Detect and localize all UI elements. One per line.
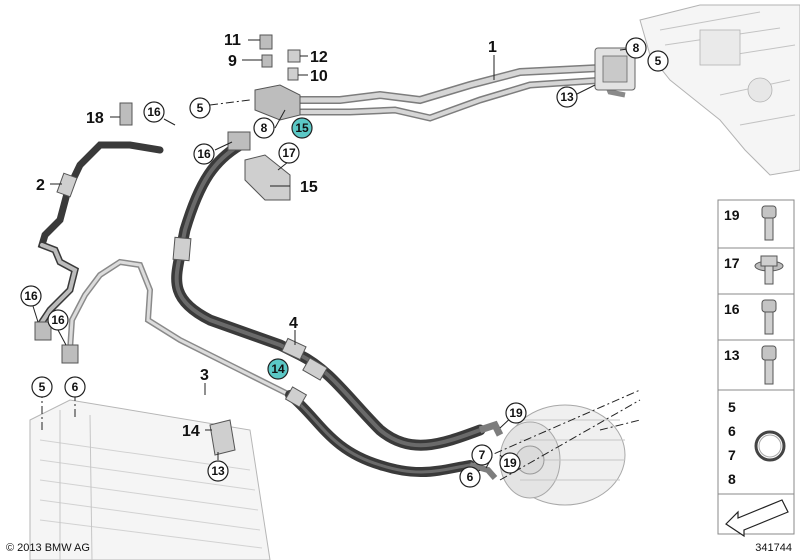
- callout-13-bottom: 13: [207, 460, 229, 482]
- callout-13-top: 13: [556, 86, 578, 108]
- svg-text:19: 19: [509, 406, 523, 420]
- seal-label-7: 7: [728, 447, 736, 463]
- panel-item-16: 16: [724, 299, 777, 335]
- callout-16-left-a: 16: [20, 285, 42, 307]
- callout-16-left-b: 16: [47, 309, 69, 331]
- engine-block-illustration: [639, 4, 800, 176]
- svg-text:16: 16: [51, 313, 65, 327]
- label-12: 12: [310, 49, 328, 66]
- panel-item-13: 13: [724, 345, 777, 385]
- svg-text:16: 16: [147, 105, 161, 119]
- callout-6-bottom: 6: [459, 466, 481, 488]
- svg-text:17: 17: [724, 255, 740, 271]
- svg-text:17: 17: [282, 146, 296, 160]
- svg-text:7: 7: [479, 448, 486, 462]
- callout-19-b: 19: [499, 452, 521, 474]
- bolt-icon: [761, 205, 777, 241]
- panel-item-19: 19: [724, 205, 777, 241]
- svg-text:14: 14: [271, 362, 285, 376]
- label-4: 4: [289, 315, 298, 332]
- o-ring-icon: [754, 430, 786, 462]
- label-1: 1: [488, 39, 497, 56]
- plain-labels: 1 2 3 4 11 9 12 10 18 15 14: [36, 32, 497, 440]
- label-18: 18: [86, 110, 104, 127]
- callout-19-a: 19: [505, 402, 527, 424]
- label-3: 3: [200, 367, 209, 384]
- callout-14-highlight: 14: [267, 358, 289, 380]
- callout-17: 17: [278, 142, 300, 164]
- svg-text:19: 19: [724, 207, 740, 223]
- label-9: 9: [228, 53, 237, 70]
- label-2: 2: [36, 177, 45, 194]
- callout-8-top: 8: [625, 37, 647, 59]
- pipe-2: [34, 141, 164, 364]
- svg-text:8: 8: [261, 121, 268, 135]
- label-11: 11: [224, 32, 241, 49]
- small-parts: [119, 34, 301, 456]
- document-number: 341744: [755, 542, 792, 554]
- label-15: 15: [300, 179, 318, 196]
- callout-5-top: 5: [647, 50, 669, 72]
- pipe-3: [67, 258, 498, 480]
- callout-6-left: 6: [64, 376, 86, 398]
- label-14: 14: [182, 423, 200, 440]
- svg-text:13: 13: [560, 90, 574, 104]
- copyright-text: © 2013 BMW AG: [6, 542, 90, 554]
- svg-text:16: 16: [724, 301, 740, 317]
- svg-text:19: 19: [503, 456, 517, 470]
- svg-text:5: 5: [39, 380, 46, 394]
- direction-arrow-icon: [725, 499, 789, 538]
- callout-8-mid: 8: [253, 117, 275, 139]
- side-panel: 19 17 16 13: [717, 199, 795, 538]
- seal-label-8: 8: [728, 471, 736, 487]
- callout-16-mid: 16: [193, 143, 215, 165]
- flange-nut-icon: [754, 255, 784, 285]
- callouts: 8 5 13 16 5 8 15 16 17 16 16 5 6 14 13 1…: [20, 37, 669, 488]
- seal-label-5: 5: [728, 399, 736, 415]
- callout-5-upper: 5: [189, 97, 211, 119]
- svg-text:16: 16: [24, 289, 38, 303]
- callout-15-highlight: 15: [291, 117, 313, 139]
- svg-text:6: 6: [467, 470, 474, 484]
- svg-text:5: 5: [655, 54, 662, 68]
- bolt-icon: [761, 299, 777, 335]
- panel-seals: 5 6 7 8: [728, 399, 786, 487]
- compressor-illustration: [499, 404, 626, 506]
- svg-text:8: 8: [633, 41, 640, 55]
- svg-text:13: 13: [211, 464, 225, 478]
- label-10: 10: [310, 68, 328, 85]
- svg-text:15: 15: [295, 121, 309, 135]
- callout-7: 7: [471, 444, 493, 466]
- svg-text:6: 6: [72, 380, 79, 394]
- radiator-illustration: [29, 399, 271, 560]
- panel-item-17: 17: [724, 255, 784, 285]
- seal-label-6: 6: [728, 423, 736, 439]
- hose-4: [171, 131, 504, 451]
- svg-text:16: 16: [197, 147, 211, 161]
- callout-5-left: 5: [31, 376, 53, 398]
- callout-16-upper: 16: [143, 101, 165, 123]
- svg-text:13: 13: [724, 347, 740, 363]
- bolt-icon: [761, 345, 777, 385]
- svg-text:5: 5: [197, 101, 204, 115]
- pipe-1: [254, 47, 636, 122]
